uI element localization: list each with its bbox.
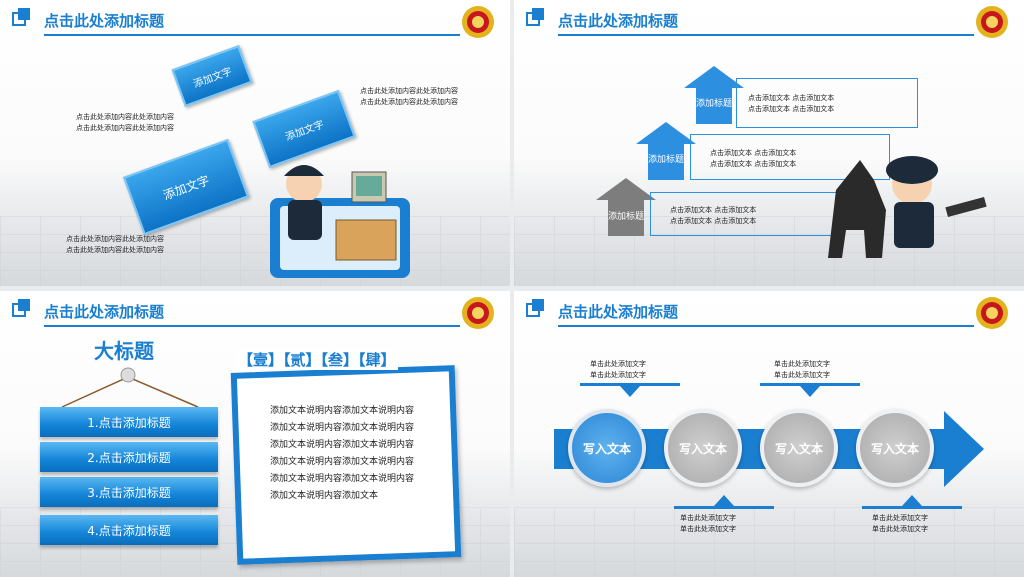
title-marker-icon <box>12 299 32 319</box>
floor-pattern <box>514 507 1024 577</box>
bottom-note-1[interactable]: 单击此处添加文字 单击此处添加文字 <box>680 513 736 535</box>
title-underline <box>44 34 460 36</box>
callout-up-2 <box>862 495 962 509</box>
text-line: 添加文本说明内容添加文本说明内容 <box>270 474 415 484</box>
text-line: 添加文本说明内容添加文本说明内容 <box>270 440 415 450</box>
arrow-label: 添加标题 <box>647 155 684 165</box>
callout-down-1 <box>580 383 680 397</box>
text-line: 单击此处添加文字 <box>680 514 736 522</box>
floor-pattern <box>514 216 1024 286</box>
menu-item-4[interactable]: 4.点击添加标题 <box>40 515 218 545</box>
text-line: 点击此处添加内容此处添加内容 <box>76 124 174 132</box>
text-box-1[interactable]: 添加文字 <box>171 44 253 108</box>
slide-title[interactable]: 点击此处添加标题 <box>44 12 165 30</box>
arrow-text[interactable]: 点击添加文本 点击添加文本 点击添加文本 点击添加文本 <box>710 148 796 170</box>
callout-up-1 <box>674 495 774 509</box>
text-line: 单击此处添加文字 <box>872 525 928 533</box>
arrow-up-blue-2[interactable] <box>636 122 696 180</box>
text-block-bottom[interactable]: 点击此处添加内容此处添加内容 点击此处添加内容此处添加内容 <box>66 234 164 256</box>
slide-4[interactable]: 点击此处添加标题 写入文本 写入文本 写入文本 写入文本 单击此处添加文字 单击… <box>514 291 1024 577</box>
text-line: 添加文本说明内容添加文本说明内容 <box>270 457 415 467</box>
text-line: 单击此处添加文字 <box>774 371 830 379</box>
title-marker-icon <box>526 8 546 28</box>
top-note-2[interactable]: 单击此处添加文字 单击此处添加文字 <box>774 359 830 381</box>
text-line: 点击添加文本 点击添加文本 <box>710 160 797 168</box>
slide-title[interactable]: 点击此处添加标题 <box>44 303 165 321</box>
text-box-label: 添加文字 <box>192 65 234 90</box>
callout-down-2 <box>760 383 860 397</box>
title-underline <box>44 325 460 327</box>
step-circle-2[interactable]: 写入文本 <box>664 409 742 487</box>
slide-title[interactable]: 点击此处添加标题 <box>558 12 679 30</box>
arrow-text[interactable]: 点击添加文本 点击添加文本 点击添加文本 点击添加文本 <box>748 93 834 115</box>
card-body[interactable]: 添加文本说明内容添加文本说明内容 添加文本说明内容添加文本说明内容 添加文本说明… <box>270 403 414 505</box>
top-note-1[interactable]: 单击此处添加文字 单击此处添加文字 <box>590 359 646 381</box>
arrow-up-blue-1[interactable] <box>684 66 744 124</box>
text-line: 点击此处添加内容此处添加内容 <box>66 235 164 243</box>
officer-computer-illustration <box>270 165 410 278</box>
arrow-bracket <box>690 134 890 180</box>
step-circle-1[interactable]: 写入文本 <box>568 409 646 487</box>
text-line: 单击此处添加文字 <box>680 525 736 533</box>
slide-2[interactable]: 点击此处添加标题 添加标题 点击添加文本 点击添加文本 点击添加文本 点击添加文… <box>514 0 1024 286</box>
text-block-left[interactable]: 点击此处添加内容此处添加内容 点击此处添加内容此处添加内容 <box>76 112 174 134</box>
menu-item-2[interactable]: 2.点击添加标题 <box>40 442 218 472</box>
text-line: 添加文本说明内容添加文本说明内容 <box>270 423 415 433</box>
arrow-label: 添加标题 <box>695 99 732 109</box>
text-line: 添加文本说明内容添加文本说明内容 <box>270 406 415 416</box>
text-line: 点击添加文本 点击添加文本 <box>670 217 757 225</box>
text-line: 点击添加文本 点击添加文本 <box>710 149 797 157</box>
text-block-top-right[interactable]: 点击此处添加内容此处添加内容 点击此处添加内容此处添加内容 <box>360 86 458 108</box>
text-line: 点击此处添加内容此处添加内容 <box>360 98 458 106</box>
text-box-label: 添加文字 <box>161 172 212 203</box>
text-line: 点击添加文本 点击添加文本 <box>748 94 835 102</box>
text-box-label: 添加文字 <box>284 118 326 143</box>
officer-dog-illustration <box>828 156 987 258</box>
slide-1[interactable]: 点击此处添加标题 添加文字 添加文字 添加文字 点击此处添加内容此处添加内容 点… <box>0 0 510 286</box>
text-line: 单击此处添加文字 <box>590 371 646 379</box>
text-line: 添加文本说明内容添加文本 <box>270 491 379 501</box>
step-circle-4[interactable]: 写入文本 <box>856 409 934 487</box>
menu-item-3[interactable]: 3.点击添加标题 <box>40 477 218 507</box>
text-line: 点击此处添加内容此处添加内容 <box>76 113 174 121</box>
title-underline <box>558 34 974 36</box>
text-line: 单击此处添加文字 <box>590 360 646 368</box>
big-title[interactable]: 大标题 <box>94 339 154 363</box>
arrow-up-gray[interactable] <box>596 178 656 236</box>
slide-title[interactable]: 点击此处添加标题 <box>558 303 679 321</box>
hanging-string <box>61 367 199 408</box>
title-marker-icon <box>12 8 32 28</box>
step-circle-3[interactable]: 写入文本 <box>760 409 838 487</box>
text-line: 单击此处添加文字 <box>872 514 928 522</box>
text-line: 点击添加文本 点击添加文本 <box>748 105 835 113</box>
arrow-text[interactable]: 点击添加文本 点击添加文本 点击添加文本 点击添加文本 <box>670 205 756 227</box>
police-emblem-icon <box>462 6 494 38</box>
slide-3[interactable]: 点击此处添加标题 大标题 1.点击添加标题 2.点击添加标题 3.点击添加标题 … <box>0 291 510 577</box>
title-underline <box>558 325 974 327</box>
menu-item-1[interactable]: 1.点击添加标题 <box>40 407 218 437</box>
text-line: 点击添加文本 点击添加文本 <box>670 206 757 214</box>
arrow-bracket <box>736 78 918 128</box>
text-line: 单击此处添加文字 <box>774 360 830 368</box>
floor-pattern <box>0 216 510 286</box>
title-marker-icon <box>526 299 546 319</box>
police-emblem-icon <box>976 6 1008 38</box>
text-line: 点击此处添加内容此处添加内容 <box>66 246 164 254</box>
police-emblem-icon <box>976 297 1008 329</box>
text-line: 点击此处添加内容此处添加内容 <box>360 87 458 95</box>
police-emblem-icon <box>462 297 494 329</box>
tab-labels[interactable]: 【壹】【贰】【叁】【肆】 <box>236 349 398 370</box>
bottom-note-2[interactable]: 单击此处添加文字 单击此处添加文字 <box>872 513 928 535</box>
arrow-label: 添加标题 <box>607 212 644 222</box>
